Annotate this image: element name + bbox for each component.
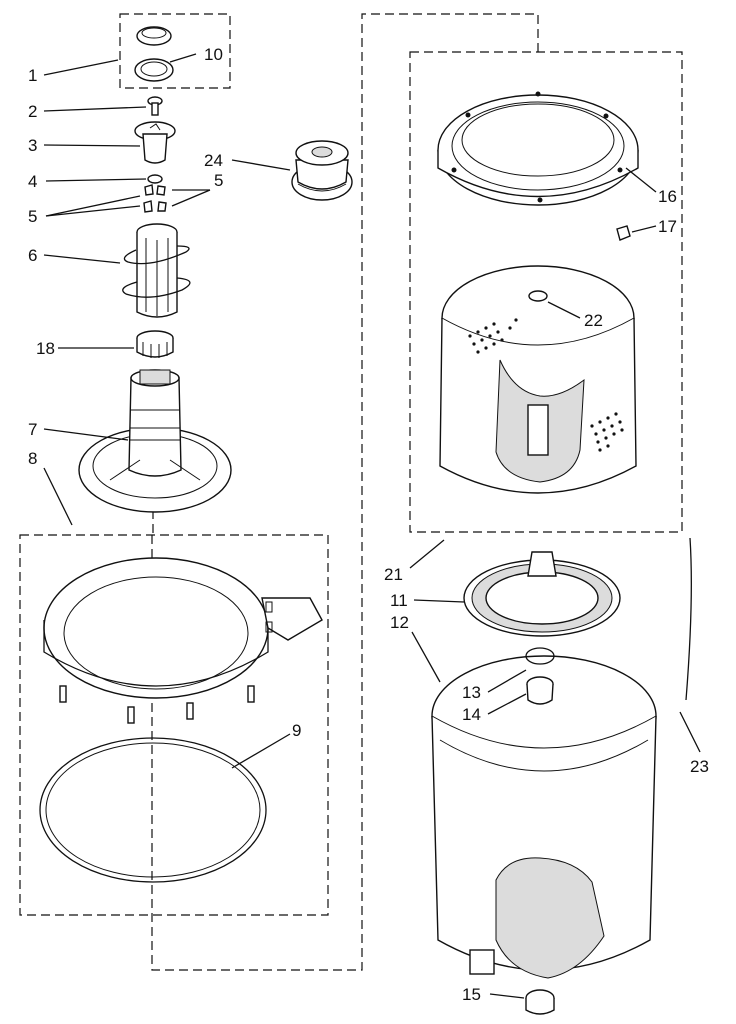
part-clip [616, 225, 631, 241]
part-washer [147, 174, 163, 184]
callout-13: 13 [462, 683, 481, 702]
group-box-tub-ring [19, 534, 329, 916]
callout-9: 9 [292, 721, 301, 740]
leader-lines [43, 53, 701, 999]
part-agitator [122, 223, 191, 318]
part-gasket [39, 737, 267, 883]
part-outer-tub [431, 655, 657, 979]
basket-holes [468, 318, 624, 452]
callout-12: 12 [390, 613, 409, 632]
callout-1: 1 [28, 66, 37, 85]
part-seal-ring [134, 58, 174, 82]
callout-22: 22 [584, 311, 603, 330]
callout-18: 18 [36, 339, 55, 358]
part-dogs [143, 184, 167, 213]
callout-14: 14 [462, 705, 481, 724]
group-box-cap-seal [119, 13, 231, 89]
part-snap-ring [525, 647, 555, 665]
part-clutch [291, 140, 353, 201]
callout-17: 17 [658, 217, 677, 236]
group-box-basket [409, 51, 683, 533]
callout-10: 10 [204, 45, 223, 64]
callout-3: 3 [28, 136, 37, 155]
callout-5-right: 5 [214, 171, 223, 190]
part-cap [136, 26, 172, 46]
callout-21: 21 [384, 565, 403, 584]
part-tub-seal [526, 676, 554, 705]
connector-line-left [151, 13, 539, 971]
callout-4: 4 [28, 172, 37, 191]
part-drive-plate [463, 551, 621, 637]
callout-15: 15 [462, 985, 481, 1004]
callout-6: 6 [28, 246, 37, 265]
part-drain-fitting [525, 989, 555, 1015]
part-hose [685, 537, 692, 701]
part-basket [439, 265, 637, 494]
part-bolt [147, 96, 163, 116]
callout-8: 8 [28, 449, 37, 468]
callout-2: 2 [28, 102, 37, 121]
part-hub-shaft [78, 369, 232, 513]
part-tub-ring [43, 557, 323, 724]
part-gear [136, 330, 174, 358]
part-cam [134, 121, 176, 164]
callout-24: 24 [204, 151, 223, 170]
part-balance-ring [437, 91, 639, 206]
callout-23: 23 [690, 757, 709, 776]
callout-11: 11 [390, 591, 408, 610]
callout-7: 7 [28, 420, 37, 439]
callout-5-left: 5 [28, 207, 37, 226]
callout-16: 16 [658, 187, 677, 206]
